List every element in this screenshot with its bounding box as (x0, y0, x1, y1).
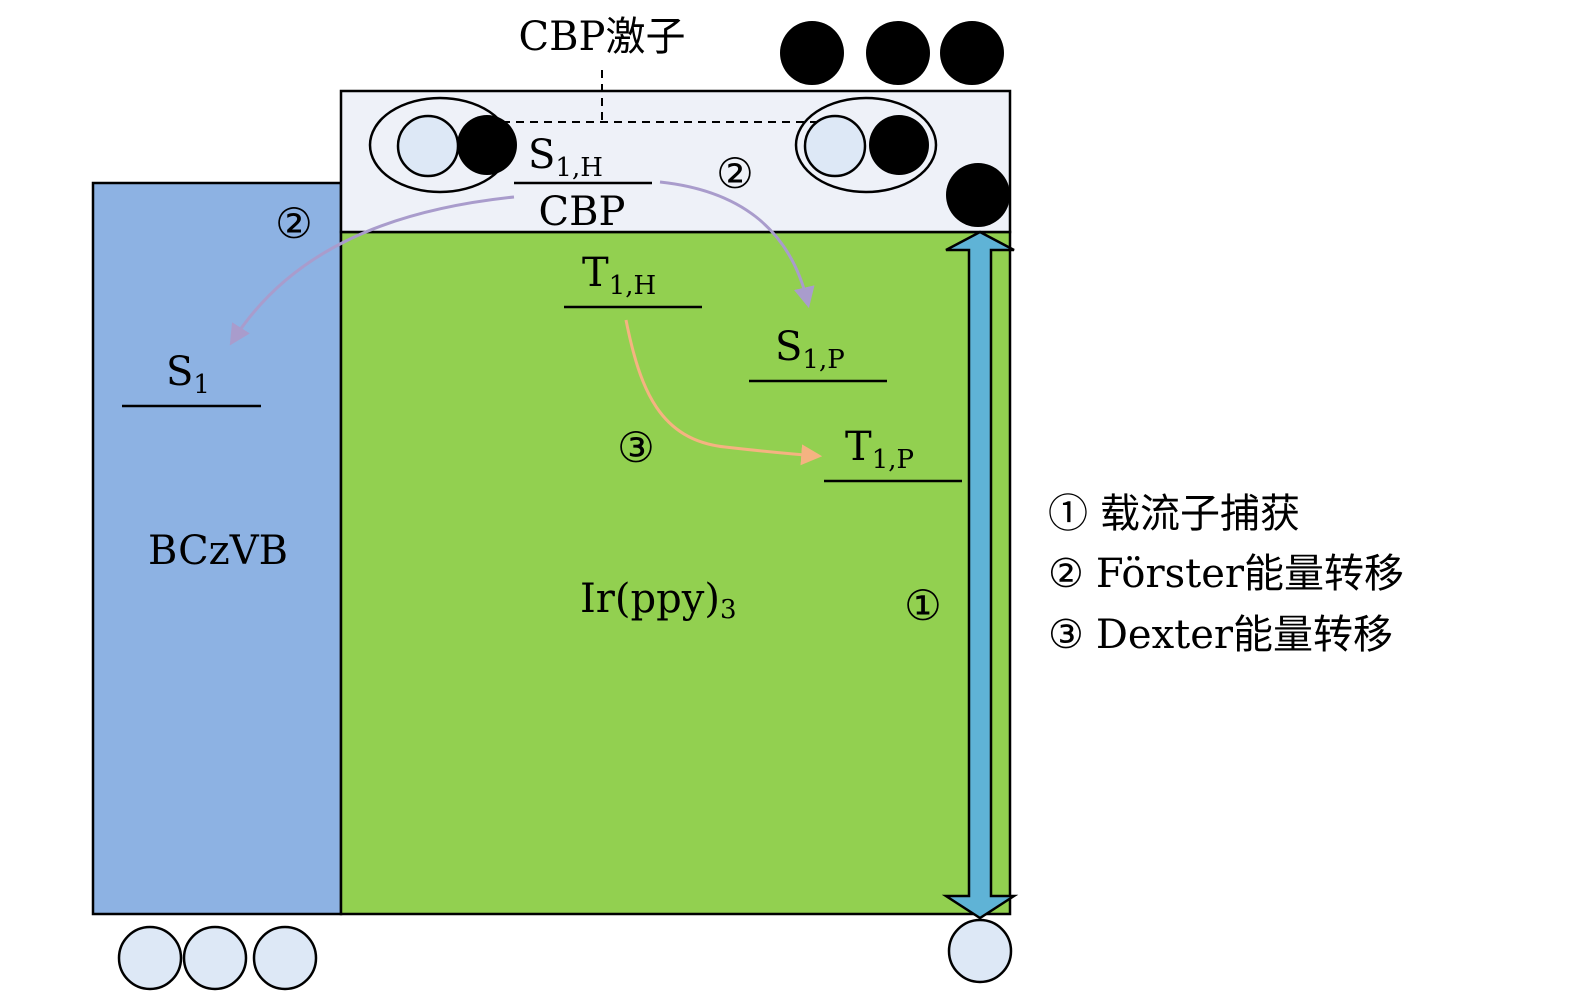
irppy-layer (339, 230, 1012, 916)
cbp-label: CBP (539, 189, 626, 235)
s1-label: S1 (166, 349, 210, 400)
marker-forster-right: ② (716, 149, 754, 198)
electron-icon (946, 163, 1010, 227)
marker-carrier-trapping: ① (904, 581, 942, 630)
cbp-exciton-title: CBP激子 (519, 14, 686, 60)
hole-icon (803, 114, 867, 178)
marker-dexter: ③ (617, 423, 655, 472)
hole-icon (117, 925, 183, 991)
electron-icon (869, 115, 929, 175)
s1p-label: S1,P (775, 324, 845, 375)
electron-icon (940, 21, 1004, 85)
dexter-arrow-to-t1p (624, 319, 823, 466)
hole-icon (396, 114, 460, 178)
carrier-trapping-double-arrow (941, 230, 1019, 920)
exciton-right (794, 96, 938, 194)
irppy-label: Ir(ppy)3 (580, 576, 737, 625)
hole-icon (947, 918, 1013, 984)
electron-icon (866, 21, 930, 85)
bczvb-label: BCzVB (148, 528, 288, 574)
forster-arrow-to-s1p (659, 180, 815, 309)
t1h-label: T1,H (582, 250, 656, 301)
forster-arrow-to-s1 (229, 195, 515, 346)
hole-icon (182, 925, 248, 991)
s1h-label: S1,H (528, 132, 603, 183)
electron-icon (457, 115, 517, 175)
electron-icon (780, 21, 844, 85)
hole-icon (252, 925, 318, 991)
bczvb-layer (91, 181, 343, 916)
t1p-label: T1,P (845, 424, 914, 475)
marker-forster-left: ② (275, 199, 313, 248)
